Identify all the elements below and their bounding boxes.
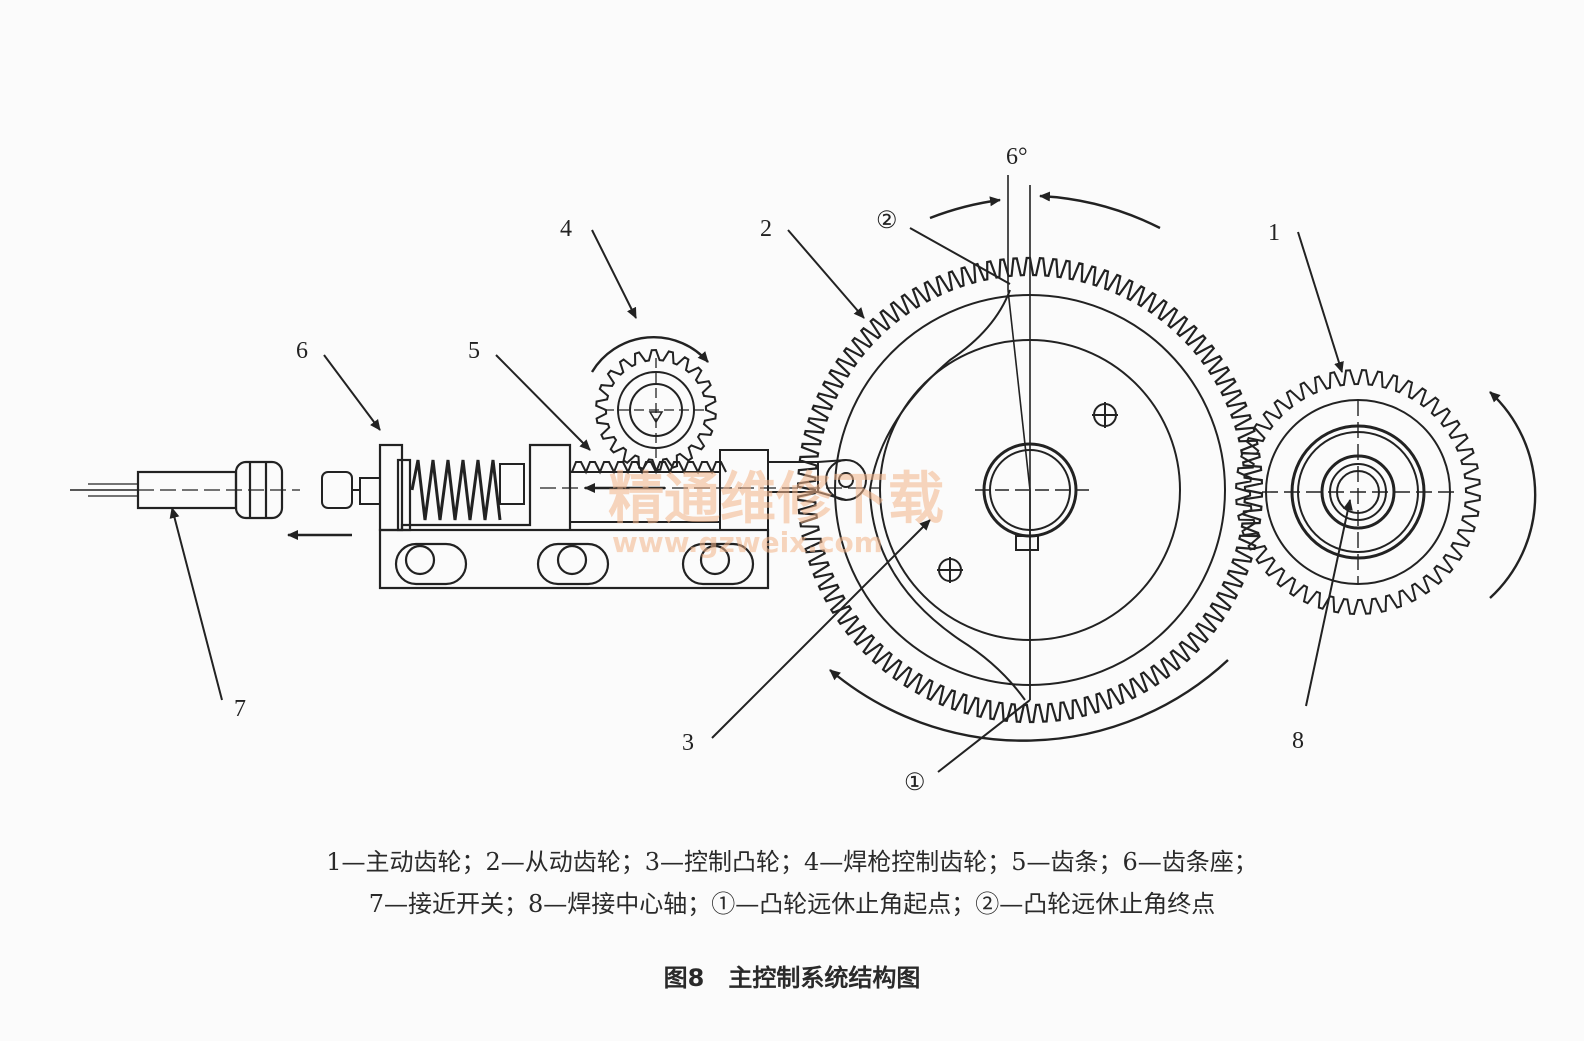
leader-lines bbox=[169, 227, 1353, 773]
label-part-7: 7 bbox=[234, 696, 246, 722]
driving-gear bbox=[1235, 369, 1481, 615]
label-part-3: 3 bbox=[682, 730, 694, 756]
label-point-1: ① bbox=[904, 770, 926, 796]
proximity-switch bbox=[70, 460, 300, 520]
driven-gear bbox=[796, 256, 1264, 724]
label-part-4: 4 bbox=[560, 216, 572, 242]
label-part-2: 2 bbox=[760, 216, 772, 242]
rack-seat bbox=[378, 443, 770, 590]
label-part-6: 6 bbox=[296, 338, 308, 364]
label-point-2: ② bbox=[876, 208, 898, 234]
label-part-5: 5 bbox=[468, 338, 480, 364]
legend-line-1: 1—主动齿轮；2—从动齿轮；3—控制凸轮；4—焊枪控制齿轮；5—齿条；6—齿条座… bbox=[326, 848, 1258, 876]
legend-line-2: 7—接近开关；8—焊接中心轴；①—凸轮远休止角起点；②—凸轮远休止角终点 bbox=[368, 890, 1216, 918]
part-labels: 1 2 3 4 5 6 7 8 ① ② 6° bbox=[234, 144, 1304, 796]
motion-arrows bbox=[287, 191, 1537, 742]
watermark: 精通维修下载 www.gzweix.com bbox=[608, 467, 944, 559]
label-part-8: 8 bbox=[1292, 728, 1304, 754]
label-angle: 6° bbox=[1006, 144, 1028, 170]
label-part-1: 1 bbox=[1268, 220, 1280, 246]
welding-center-shaft bbox=[1262, 399, 1456, 585]
watermark-url: www.gzweix.com bbox=[612, 526, 883, 559]
watermark-cn: 精通维修下载 bbox=[608, 467, 944, 532]
spring bbox=[410, 459, 502, 521]
gear1-teeth bbox=[1235, 369, 1481, 615]
figure-title: 图8 主控制系统结构图 bbox=[663, 964, 921, 992]
gear2-teeth bbox=[796, 256, 1264, 724]
